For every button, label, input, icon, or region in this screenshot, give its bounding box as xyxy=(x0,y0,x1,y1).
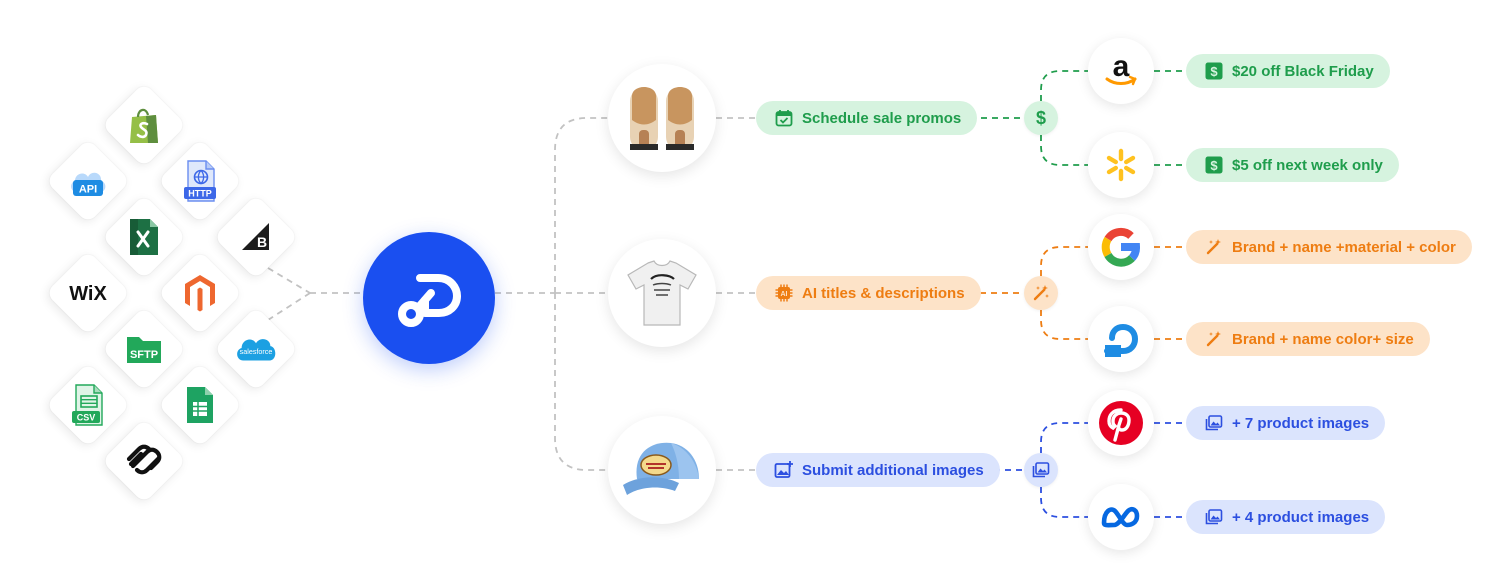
junction-orange xyxy=(1024,276,1058,310)
marketplace-google[interactable] xyxy=(1088,214,1154,280)
connector-trunk-lower xyxy=(554,293,608,471)
google-icon xyxy=(1099,225,1143,269)
image-add-icon xyxy=(774,460,794,480)
amazon-icon: a xyxy=(1101,51,1141,91)
output-label: Brand + name color+ size xyxy=(1232,330,1414,348)
product-cap xyxy=(608,416,716,524)
connector-blue-junction-meta xyxy=(1040,487,1088,518)
platform-hub xyxy=(363,232,495,364)
magic-wand-icon xyxy=(1032,284,1050,302)
http-file-icon: HTTP xyxy=(177,158,223,204)
magic-wand-icon xyxy=(1204,237,1224,257)
connector-orange-junction-app xyxy=(1040,310,1088,340)
dollar-square-icon: $ xyxy=(1204,61,1224,81)
output-pill-shopping-app[interactable]: Brand + name color+ size xyxy=(1186,322,1430,356)
output-label: $5 off next week only xyxy=(1232,156,1383,174)
output-label: $20 off Black Friday xyxy=(1232,62,1374,80)
shopping-app-icon xyxy=(1101,321,1141,357)
svg-text:$: $ xyxy=(1210,158,1218,173)
marketplace-walmart[interactable] xyxy=(1088,132,1154,198)
product-tshirt xyxy=(608,239,716,347)
images-icon xyxy=(1204,507,1224,527)
connector-green-junction-amazon xyxy=(1040,70,1088,101)
connector-blue-junction-pinterest xyxy=(1040,422,1088,453)
magic-wand-icon xyxy=(1204,329,1224,349)
csv-label: CSV xyxy=(77,413,96,423)
junction-green: $ xyxy=(1024,101,1058,135)
marketplace-pinterest[interactable] xyxy=(1088,390,1154,456)
output-pill-google[interactable]: Brand + name +material + color xyxy=(1186,230,1472,264)
junction-blue xyxy=(1024,453,1058,487)
excel-icon xyxy=(121,214,167,260)
connector-orange-junction-google xyxy=(1040,246,1088,276)
svg-text:$: $ xyxy=(1036,108,1046,128)
output-pill-walmart[interactable]: $ $5 off next week only xyxy=(1186,148,1399,182)
action-label: Schedule sale promos xyxy=(802,109,962,127)
marketplace-meta[interactable] xyxy=(1088,484,1154,550)
salesforce-icon: salesforce xyxy=(233,326,279,372)
connector-integrations-hub-lower xyxy=(267,292,311,321)
sandals-icon xyxy=(622,80,702,156)
dollar-icon: $ xyxy=(1033,108,1049,128)
cap-icon xyxy=(619,435,705,505)
api-cloud-icon: API xyxy=(65,158,111,204)
csv-file-icon: CSV xyxy=(65,382,111,428)
api-label: API xyxy=(79,184,97,196)
output-label: + 4 product images xyxy=(1232,508,1370,526)
http-label: HTTP xyxy=(188,189,212,199)
images-icon xyxy=(1032,461,1050,479)
squarespace-icon xyxy=(121,438,167,484)
output-label: + 7 product images xyxy=(1232,414,1370,432)
platform-logo-icon xyxy=(389,258,469,338)
marketplace-shopping-app[interactable] xyxy=(1088,306,1154,372)
action-label: Submit additional images xyxy=(802,461,984,479)
bigcommerce-icon: B xyxy=(233,214,279,260)
images-icon xyxy=(1204,413,1224,433)
action-label: AI titles & descriptions xyxy=(802,284,965,302)
dollar-square-icon: $ xyxy=(1204,155,1224,175)
output-label: Brand + name +material + color xyxy=(1232,238,1456,256)
pinterest-icon xyxy=(1098,400,1144,446)
action-pill-ai-titles[interactable]: AI AI titles & descriptions xyxy=(756,276,981,310)
walmart-icon xyxy=(1103,147,1139,183)
meta-icon xyxy=(1099,503,1143,531)
sftp-folder-icon: SFTP xyxy=(121,326,167,372)
output-pill-pinterest[interactable]: + 7 product images xyxy=(1186,406,1386,440)
svg-text:B: B xyxy=(257,234,267,250)
product-sandals xyxy=(608,64,716,172)
salesforce-label: salesforce xyxy=(240,348,273,356)
output-pill-amazon[interactable]: $ $20 off Black Friday xyxy=(1186,54,1390,88)
marketplace-amazon[interactable]: a xyxy=(1088,38,1154,104)
connector-trunk-upper xyxy=(554,117,608,293)
wix-label: WiX xyxy=(69,283,107,305)
sftp-label: SFTP xyxy=(130,349,158,361)
magento-icon xyxy=(177,270,223,316)
svg-text:$: $ xyxy=(1210,64,1218,79)
svg-text:a: a xyxy=(1113,51,1130,83)
action-pill-submit-images[interactable]: Submit additional images xyxy=(756,453,1000,487)
shopify-icon xyxy=(121,102,167,148)
calendar-check-icon xyxy=(774,108,794,128)
connector-green-junction-walmart xyxy=(1040,135,1088,166)
google-sheets-icon xyxy=(177,382,223,428)
svg-text:AI: AI xyxy=(781,291,788,298)
ai-chip-icon: AI xyxy=(774,283,794,303)
action-pill-schedule-sale-promos[interactable]: Schedule sale promos xyxy=(756,101,978,135)
wix-icon: WiX xyxy=(65,270,111,316)
connector-integrations-hub-upper xyxy=(267,267,311,294)
output-pill-meta[interactable]: + 4 product images xyxy=(1186,500,1386,534)
tshirt-icon xyxy=(624,257,700,329)
